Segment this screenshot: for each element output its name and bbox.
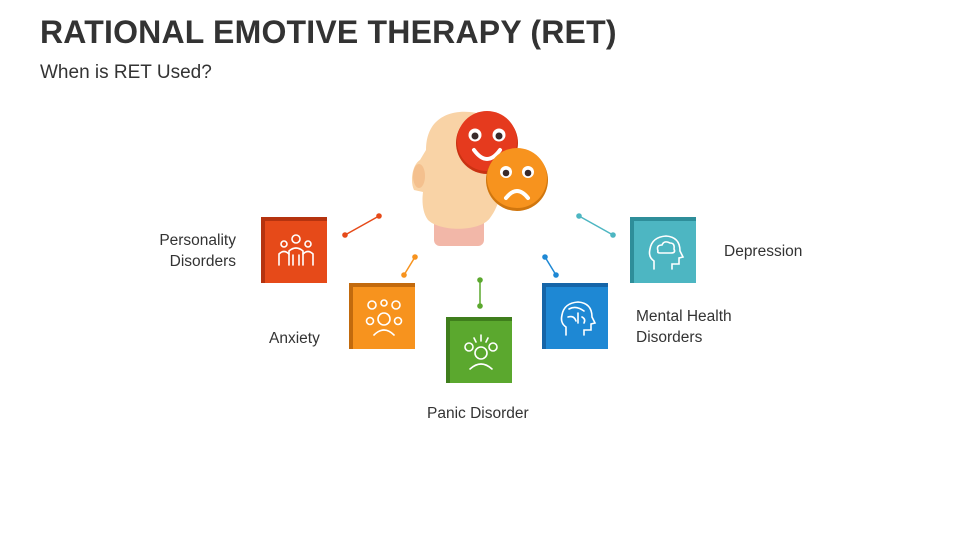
head-brain-icon	[560, 301, 597, 336]
anxiety-label: Anxiety	[269, 330, 320, 347]
sad-face-icon	[486, 148, 548, 211]
anxiety-tile	[349, 283, 415, 349]
connector-anxiety	[401, 254, 418, 278]
slide-title: RATIONAL EMOTIVE THERAPY (RET)	[40, 14, 617, 50]
label-line: Disorders	[636, 329, 703, 346]
depression-label: Depression	[724, 243, 803, 260]
label-line: Mental Health	[636, 308, 732, 325]
personality-disorders-tile	[261, 217, 327, 283]
tile-face	[546, 287, 608, 349]
connector-mental-health	[542, 254, 559, 278]
mental-health-disorders-tile	[542, 283, 608, 349]
connector-panic	[477, 277, 483, 309]
panic-disorder-label: Panic Disorder	[427, 405, 529, 422]
label-line: Disorders	[169, 253, 236, 270]
group-people-icon	[278, 234, 314, 266]
connector-personality	[342, 213, 382, 238]
connector-depression	[576, 213, 616, 238]
tile-face	[450, 321, 512, 383]
tile-face	[634, 221, 696, 283]
anxious-person-icon	[365, 299, 403, 336]
panicked-person-icon	[464, 334, 498, 370]
slide-subtitle: When is RET Used?	[40, 62, 212, 83]
label-line: Personality	[159, 232, 236, 249]
personality-disorders-label: Personality Disorders	[140, 230, 236, 272]
tile-face	[265, 221, 327, 283]
panic-disorder-tile	[446, 317, 512, 383]
tile-face	[353, 287, 415, 349]
depression-tile	[630, 217, 696, 283]
head-cloud-icon	[648, 235, 685, 270]
mental-health-disorders-label: Mental Health Disorders	[636, 306, 732, 348]
